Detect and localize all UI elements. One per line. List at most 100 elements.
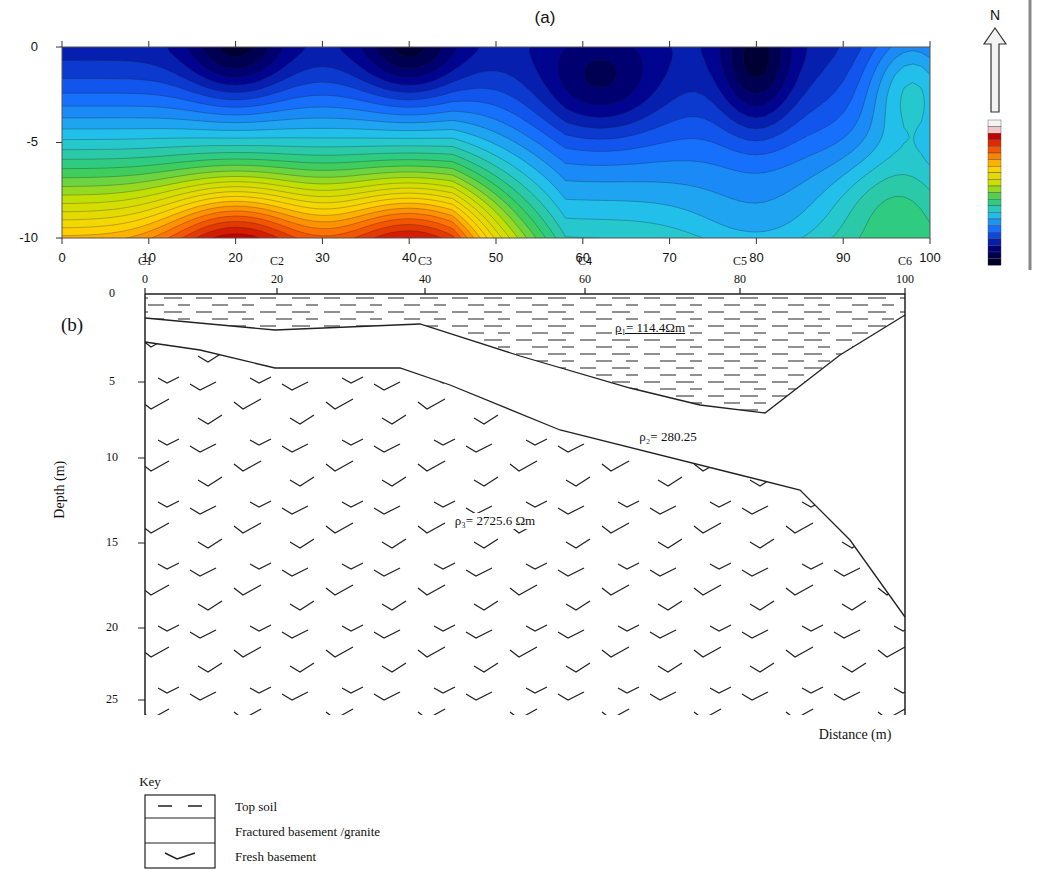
color-scale-cell bbox=[988, 173, 1001, 180]
contour-band bbox=[62, 51, 930, 238]
axis-label: 70 bbox=[662, 251, 676, 265]
contour-band bbox=[62, 146, 930, 238]
axis-label: 60 bbox=[579, 273, 591, 286]
axis-label: C6 bbox=[898, 255, 912, 268]
contour-band bbox=[182, 221, 455, 238]
axis-tick bbox=[56, 142, 62, 143]
contour-band bbox=[62, 159, 546, 238]
north-arrow bbox=[984, 28, 1006, 112]
color-scale-bar bbox=[988, 120, 1001, 265]
axis-label: 100 bbox=[896, 273, 914, 286]
axis-label: 0 bbox=[109, 287, 115, 300]
contour-band bbox=[62, 47, 930, 238]
axis-label: C2 bbox=[270, 255, 284, 268]
color-scale-cell bbox=[988, 206, 1001, 213]
contour-band bbox=[62, 47, 930, 238]
axis-label: 15 bbox=[106, 536, 118, 549]
axis-label: C4 bbox=[578, 255, 592, 268]
geoelectric-section bbox=[138, 288, 905, 715]
axis-tick bbox=[56, 238, 62, 239]
axis-tick bbox=[56, 47, 62, 48]
color-scale-cell bbox=[988, 166, 1001, 173]
color-scale-cell bbox=[988, 259, 1001, 266]
color-scale-cell bbox=[988, 212, 1001, 219]
axis-label: Key bbox=[139, 775, 161, 789]
axis-label: 40 bbox=[402, 251, 416, 265]
axis-label: 90 bbox=[836, 251, 850, 265]
axis-title: Depth (m) bbox=[52, 461, 67, 519]
panel-edge bbox=[1029, 0, 1032, 270]
color-scale-cell bbox=[988, 146, 1001, 153]
contour-band bbox=[62, 47, 930, 238]
color-scale-cell bbox=[988, 226, 1001, 233]
axis-label: 100 bbox=[919, 251, 941, 265]
color-scale-cell bbox=[988, 153, 1001, 160]
axis-label: (a) bbox=[535, 9, 556, 28]
axis-tick bbox=[669, 41, 670, 244]
north-label: N bbox=[990, 8, 1000, 23]
axis-tick bbox=[409, 41, 410, 244]
axis-tick bbox=[322, 41, 323, 244]
contour-band bbox=[62, 47, 930, 238]
contour-band bbox=[62, 201, 480, 238]
axis-label: 40 bbox=[419, 273, 431, 286]
contour-band bbox=[62, 187, 502, 238]
axis-tick bbox=[843, 41, 844, 244]
axis-label: 80 bbox=[734, 273, 746, 286]
color-scale-cell bbox=[988, 252, 1001, 259]
axis-label: C3 bbox=[418, 255, 432, 268]
contour-band bbox=[62, 47, 930, 238]
contour-band bbox=[62, 83, 930, 238]
color-scale-cell bbox=[988, 193, 1001, 200]
contour-band bbox=[213, 234, 411, 238]
color-scale-cell bbox=[988, 232, 1001, 239]
contour-band bbox=[62, 176, 518, 238]
color-scale-cell bbox=[988, 239, 1001, 246]
axis-tick bbox=[930, 41, 931, 244]
color-scale-cell bbox=[988, 179, 1001, 186]
color-scale-cell bbox=[988, 133, 1001, 140]
axis-label: 80 bbox=[749, 251, 763, 265]
legend-text: Top soil bbox=[235, 800, 277, 814]
axis-label: 0 bbox=[58, 251, 65, 265]
axis-tick bbox=[148, 41, 149, 244]
key-samples bbox=[145, 795, 215, 868]
color-scale-cell bbox=[988, 120, 1001, 127]
legend-text: Fractured basement /granite bbox=[235, 825, 380, 839]
resistivity-label: ρ₁= 114.4Ωm bbox=[612, 320, 688, 336]
axis-label: 10 bbox=[106, 451, 118, 464]
axis-tick bbox=[496, 41, 497, 244]
axis-label: 20 bbox=[228, 251, 242, 265]
plot-axes bbox=[62, 47, 930, 238]
contour-band bbox=[62, 47, 930, 238]
color-scale-cell bbox=[988, 160, 1001, 167]
contour-band bbox=[62, 64, 930, 238]
contour-band bbox=[196, 227, 441, 238]
axis-label: 30 bbox=[315, 251, 329, 265]
color-scale-cell bbox=[988, 219, 1001, 226]
axis-tick bbox=[235, 41, 236, 244]
axis-label: 25 bbox=[106, 693, 118, 706]
contour-band bbox=[62, 165, 536, 238]
color-scale-cell bbox=[988, 186, 1001, 193]
resistivity-label: ρ₂= 280.25 bbox=[636, 429, 699, 445]
contour-band bbox=[151, 211, 467, 238]
axis-label: 50 bbox=[489, 251, 503, 265]
axis-label: 0 bbox=[142, 273, 148, 286]
axis-label: -10 bbox=[19, 231, 38, 245]
axis-title: Distance (m) bbox=[819, 727, 892, 742]
axis-label: 20 bbox=[271, 273, 283, 286]
axis-tick bbox=[756, 41, 757, 244]
plot-ticks bbox=[56, 41, 930, 244]
legend-text: Fresh basement bbox=[235, 850, 316, 864]
resistivity-contours bbox=[62, 47, 930, 238]
contour-band bbox=[62, 47, 930, 238]
axis-label: 20 bbox=[106, 621, 118, 634]
axis-label: -5 bbox=[26, 135, 38, 149]
contour-band bbox=[127, 206, 474, 238]
color-scale-cell bbox=[988, 140, 1001, 147]
contour-band bbox=[62, 192, 494, 238]
contour-band bbox=[62, 47, 930, 238]
